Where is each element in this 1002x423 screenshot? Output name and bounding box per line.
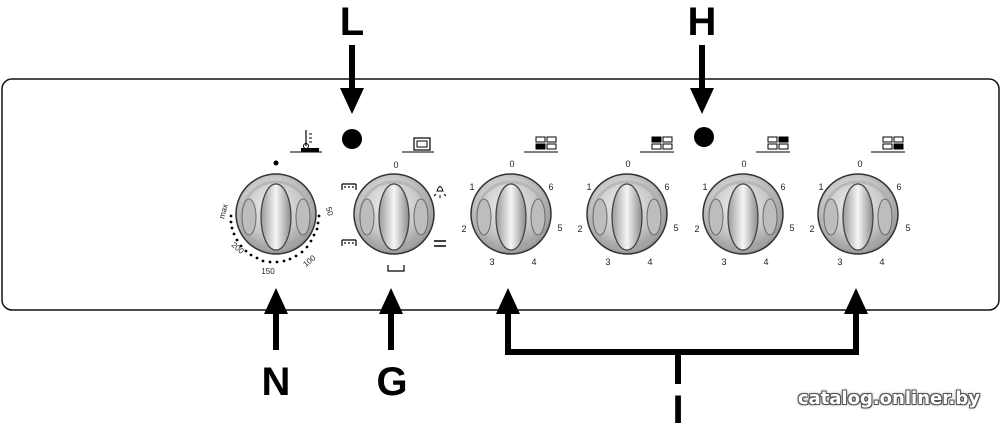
- hob1-label-2: 2: [461, 224, 466, 234]
- callout-g-label: G: [376, 360, 407, 404]
- hob3-label-6: 6: [780, 182, 785, 192]
- temp-label-max: max: [217, 203, 230, 220]
- hob1-label-3: 3: [489, 257, 494, 267]
- hob2-label-4: 4: [647, 257, 652, 267]
- hob-dial-3[interactable]: 0 1 2 3 4 5 6: [694, 136, 795, 267]
- callout-n: N: [262, 288, 291, 404]
- grill-icon: [341, 239, 357, 246]
- thermometer-icon: [290, 130, 322, 153]
- hob-zone-front-left-icon: [640, 136, 674, 153]
- hob4-label-3: 3: [837, 257, 842, 267]
- hob2-label-1: 1: [586, 182, 591, 192]
- hob3-label-2: 2: [694, 224, 699, 234]
- hob2-label-0: 0: [625, 159, 630, 169]
- bottom-heater-icon: [387, 265, 405, 272]
- lamp-icon: [433, 186, 447, 198]
- hob1-label-4: 4: [531, 257, 536, 267]
- hob4-label-2: 2: [809, 224, 814, 234]
- indicator-light-h: [694, 127, 714, 147]
- hob4-label-5: 5: [905, 223, 910, 233]
- callout-l: L: [340, 0, 364, 114]
- oven-temp-scale-dots: [229, 214, 321, 264]
- temp-label-150: 150: [261, 267, 275, 276]
- callout-i: I: [496, 288, 868, 423]
- temp-label-50: 50: [324, 206, 335, 217]
- hob-zone-rear-right-icon: [756, 136, 790, 153]
- oven-function-icon: [402, 137, 434, 153]
- hob3-label-4: 4: [763, 257, 768, 267]
- hob3-label-0: 0: [741, 159, 746, 169]
- hob1-label-0: 0: [509, 159, 514, 169]
- callout-n-label: N: [262, 360, 291, 404]
- hob1-label-5: 5: [557, 223, 562, 233]
- hob1-label-1: 1: [469, 182, 474, 192]
- hob1-label-6: 6: [548, 182, 553, 192]
- callout-g: G: [376, 288, 408, 404]
- hob-zone-rear-left-icon: [524, 136, 558, 153]
- hob4-label-4: 4: [879, 257, 884, 267]
- hob4-label-1: 1: [818, 182, 823, 192]
- hob-zone-front-right-icon: [871, 136, 905, 153]
- hob2-label-6: 6: [664, 182, 669, 192]
- callout-i-label: I: [672, 388, 683, 423]
- callout-h: H: [688, 0, 717, 114]
- indicator-light-l: [342, 129, 362, 149]
- oven-off-dot: [273, 160, 279, 166]
- oven-function-dial[interactable]: 0: [341, 137, 447, 272]
- top-heater-icon: [341, 183, 357, 190]
- hob3-label-1: 1: [702, 182, 707, 192]
- hob4-label-0: 0: [857, 159, 862, 169]
- hob2-label-2: 2: [577, 224, 582, 234]
- hob3-label-5: 5: [789, 223, 794, 233]
- hob3-label-3: 3: [721, 257, 726, 267]
- watermark: catalog.onliner.by: [797, 388, 980, 409]
- callout-l-label: L: [340, 0, 364, 44]
- hob-dial-4[interactable]: 0 1 2 3 4 5 6: [809, 136, 911, 267]
- function-label-0: 0: [393, 160, 398, 170]
- callout-h-label: H: [688, 0, 717, 44]
- hob2-label-3: 3: [605, 257, 610, 267]
- hob2-label-5: 5: [673, 223, 678, 233]
- hob-dial-1[interactable]: 0 1 2 3 4 5 6: [461, 136, 563, 267]
- hob4-label-6: 6: [896, 182, 901, 192]
- conventional-heating-icon: [434, 240, 446, 247]
- hob-dial-2[interactable]: 0 1 2 3 4 5 6: [577, 136, 679, 267]
